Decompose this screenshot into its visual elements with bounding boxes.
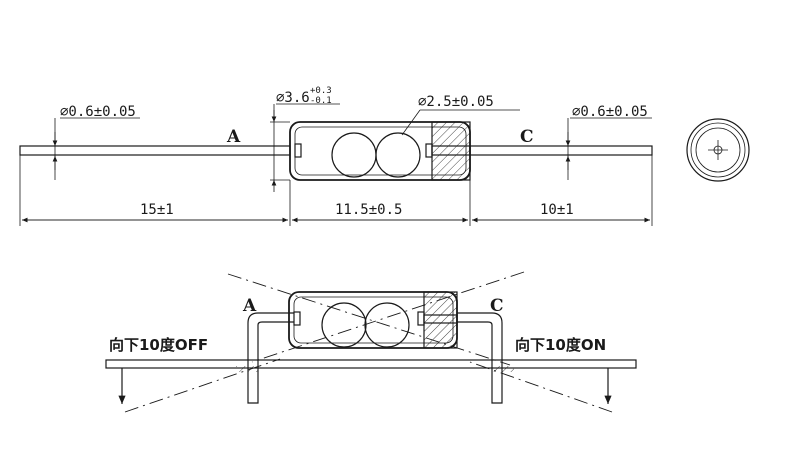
tilt-line-left <box>227 273 511 366</box>
end-view <box>686 118 750 182</box>
ball-1 <box>331 132 377 178</box>
left-contact <box>294 143 302 158</box>
left-lead <box>19 145 291 156</box>
left-bent-lead <box>247 312 294 404</box>
ball-diameter-label: ⌀2.5±0.05 <box>418 94 494 110</box>
terminal-c-label: C <box>520 127 534 147</box>
body-diameter-tol-upper: +0.3 <box>310 86 332 96</box>
tilt-on-note: 向下10度ON <box>515 336 606 354</box>
right-contact <box>425 143 433 158</box>
body-diameter-tol-lower: -0.1 <box>310 96 332 106</box>
body-diameter-label: ⌀3.6 <box>276 90 310 106</box>
right-lead-diameter-label: ⌀0.6±0.05 <box>572 104 648 120</box>
tilt-off-note: 向下10度OFF <box>109 336 208 354</box>
right-lead <box>469 145 653 156</box>
bottom-view: A C 向下10度OFF 向下10度ON <box>105 271 637 413</box>
right-bent-lead <box>457 312 503 404</box>
top-view: A C ⌀0.6±0.05 ⌀0.6±0.05 ⌀3.6 +0.3 -0.1 ⌀… <box>19 86 653 226</box>
end-cap-hatched <box>431 121 471 181</box>
pcb-board <box>105 359 637 369</box>
dim-left-lead-label: 15±1 <box>140 202 174 218</box>
dim-right-lead-label: 10±1 <box>540 202 574 218</box>
dim-body-label: 11.5±0.5 <box>335 202 402 218</box>
terminal-a-label: A <box>226 127 241 147</box>
end-cap-hatched-bottom <box>423 291 458 349</box>
terminal-c-label-bottom: C <box>490 296 504 316</box>
terminal-a-label-bottom: A <box>242 296 257 316</box>
left-lead-diameter-label: ⌀0.6±0.05 <box>60 104 136 120</box>
ball-2 <box>375 132 421 178</box>
